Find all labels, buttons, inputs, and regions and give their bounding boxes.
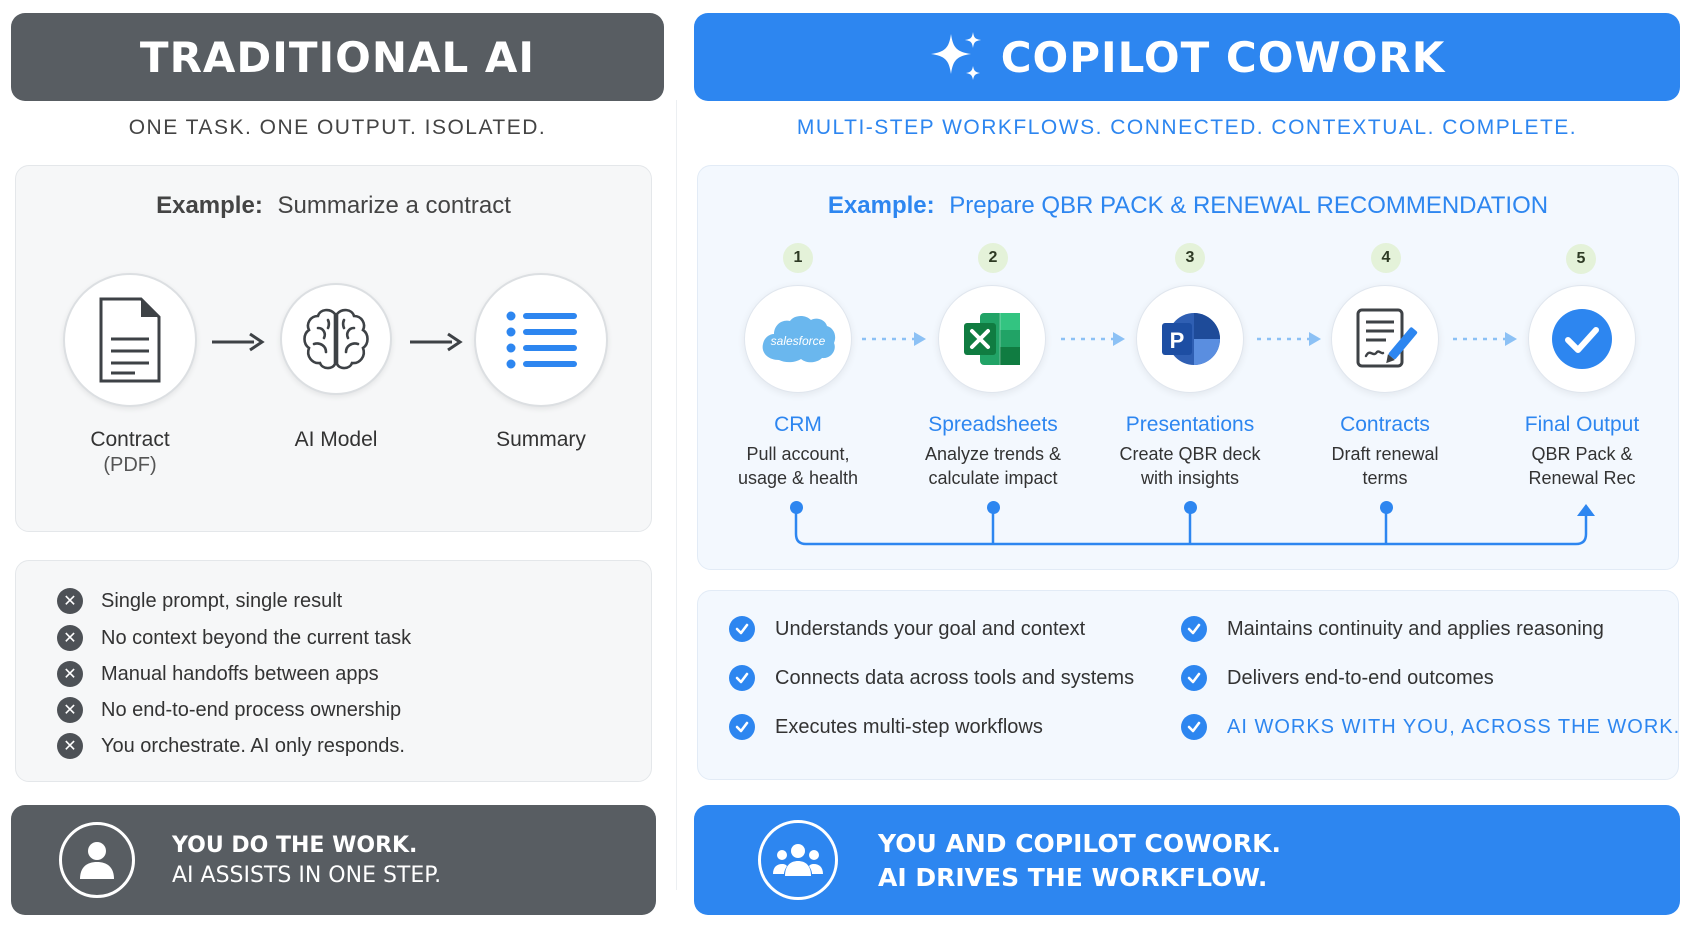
powerpoint-icon: P: [1162, 313, 1220, 365]
benefit-item: Understands your goal and context: [729, 616, 1085, 642]
step-title-spreadsheets: Spreadsheets: [928, 413, 1058, 436]
list-icon: [506, 311, 577, 369]
cowork-footer: YOU AND COPILOT COWORK. AI DRIVES THE WO…: [694, 805, 1680, 915]
step-number-2: 2: [978, 243, 1008, 273]
benefit-item: Connects data across tools and systems: [729, 665, 1134, 691]
check-circle-icon: [729, 714, 755, 740]
step-desc-crm: Pull account,usage & health: [737, 444, 859, 489]
check-circle-icon: [1181, 714, 1207, 740]
crm-step-node: salesforce: [744, 285, 852, 393]
traditional-footer-text: YOU DO THE WORK. AI ASSISTS IN ONE STEP.: [172, 831, 441, 890]
traditional-example-heading: Example: Summarize a contract: [15, 192, 652, 220]
salesforce-icon: salesforce: [762, 315, 836, 363]
step-title-contracts: Contracts: [1340, 413, 1430, 436]
connector-dot: [1184, 501, 1197, 514]
check-circle-icon: [729, 665, 755, 691]
connector-dot: [790, 501, 803, 514]
example-text: Prepare QBR PACK & RENEWAL RECOMMENDATIO…: [949, 192, 1549, 219]
benefit-item: AI WORKS WITH YOU, ACROSS THE WORK.: [1181, 714, 1680, 740]
step-desc-spreadsheets: Analyze trends &calculate impact: [924, 444, 1062, 489]
ai-model-label: AI Model: [294, 428, 378, 451]
copilot-cowork-header: COPILOT COWORK: [694, 13, 1680, 101]
team-icon: [758, 820, 838, 900]
traditional-ai-subtitle: ONE TASK. ONE OUTPUT. ISOLATED.: [128, 116, 547, 139]
limitations-panel: [15, 560, 652, 782]
step-title-crm: CRM: [774, 413, 822, 436]
connector-dot: [1380, 501, 1393, 514]
step-number-4: 4: [1371, 243, 1401, 273]
contract-pen-icon: [1356, 308, 1418, 368]
workflow-bracket: [794, 504, 1595, 546]
presentations-step-node: P: [1136, 285, 1244, 393]
x-circle-icon: ✕: [57, 697, 83, 723]
check-circle-icon: [1181, 665, 1207, 691]
connector-dot: [987, 501, 1000, 514]
step-title-final-output: Final Output: [1524, 413, 1640, 436]
document-icon: [99, 297, 161, 383]
step-connector-icon: [1061, 332, 1125, 346]
step-number-3: 3: [1175, 243, 1205, 273]
step-connector-icon: [1453, 332, 1517, 346]
summary-node: [474, 273, 608, 407]
cowork-footer-line1: YOU AND COPILOT COWORK.: [878, 829, 1282, 858]
x-circle-icon: ✕: [57, 661, 83, 687]
limitation-item: ✕ No end-to-end process ownership: [57, 697, 401, 723]
column-divider: [676, 100, 677, 890]
cowork-footer-text: YOU AND COPILOT COWORK. AI DRIVES THE WO…: [878, 827, 1281, 895]
copilot-cowork-title: COPILOT COWORK: [1000, 32, 1446, 82]
limitation-item: ✕ Manual handoffs between apps: [57, 661, 379, 687]
limitation-item: ✕ Single prompt, single result: [57, 588, 342, 614]
x-circle-icon: ✕: [57, 733, 83, 759]
excel-icon: [964, 313, 1020, 365]
summary-label: Summary: [496, 428, 586, 451]
cowork-footer-line2: AI DRIVES THE WORKFLOW.: [878, 862, 1268, 892]
step-number-1: 1: [783, 243, 813, 273]
svg-text:P: P: [1170, 328, 1185, 353]
step-connector-icon: [862, 332, 926, 346]
step-number-5: 5: [1566, 244, 1596, 274]
user-icon: [59, 822, 135, 898]
benefit-item: Executes multi-step workflows: [729, 714, 1043, 740]
step-connector-icon: [1257, 332, 1321, 346]
check-circle-icon: [729, 616, 755, 642]
example-label: Example:: [156, 192, 263, 219]
contract-node: [63, 273, 197, 407]
limitation-item: ✕ You orchestrate. AI only responds.: [57, 733, 405, 759]
contracts-step-node: [1331, 285, 1439, 393]
traditional-footer-line2: AI ASSISTS IN ONE STEP.: [172, 862, 442, 888]
traditional-footer-line1: YOU DO THE WORK.: [172, 833, 418, 858]
benefit-item: Maintains continuity and applies reasoni…: [1181, 616, 1604, 642]
x-circle-icon: ✕: [57, 588, 83, 614]
sparkle-icon: [930, 32, 981, 80]
traditional-footer: YOU DO THE WORK. AI ASSISTS IN ONE STEP.: [11, 805, 656, 915]
step-desc-final-output: QBR Pack &Renewal Rec: [1528, 444, 1636, 489]
cowork-example-heading: Example: Prepare QBR PACK & RENEWAL RECO…: [697, 192, 1679, 220]
ai-model-node: [280, 283, 392, 395]
flow-arrow-icon: [410, 332, 463, 352]
step-title-presentations: Presentations: [1125, 413, 1255, 436]
check-circle-icon: [1181, 616, 1207, 642]
x-circle-icon: ✕: [57, 625, 83, 651]
final-output-step-node: [1528, 285, 1636, 393]
limitation-item: ✕ No context beyond the current task: [57, 625, 411, 651]
example-text: Summarize a contract: [277, 192, 511, 219]
contract-sublabel: (PDF): [103, 454, 157, 476]
benefit-item: Delivers end-to-end outcomes: [1181, 665, 1494, 691]
traditional-ai-title: TRADITIONAL AI: [139, 32, 536, 82]
spreadsheets-step-node: [938, 285, 1046, 393]
copilot-cowork-subtitle: MULTI-STEP WORKFLOWS. CONNECTED. CONTEXT…: [796, 116, 1578, 139]
checkmark-icon: [1552, 309, 1612, 369]
salesforce-logo-text: salesforce: [771, 334, 826, 348]
example-label: Example:: [827, 192, 935, 219]
brain-icon: [303, 308, 369, 370]
contract-label: Contract (PDF): [30, 428, 230, 477]
traditional-ai-header: TRADITIONAL AI: [11, 13, 664, 101]
flow-arrow-icon: [212, 332, 265, 352]
